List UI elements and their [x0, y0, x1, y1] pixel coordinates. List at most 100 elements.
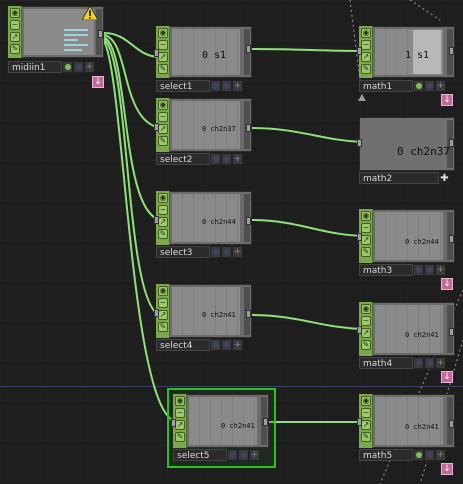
output-port[interactable] [449, 139, 454, 147]
plus-icon[interactable]: + [435, 357, 446, 369]
viewer-icon[interactable]: ◉ [158, 100, 168, 110]
output-port[interactable] [263, 418, 268, 426]
output-port[interactable] [98, 30, 103, 38]
viewer-toggle[interactable] [424, 449, 435, 461]
input-port[interactable] [357, 233, 362, 241]
display-icon[interactable]: ✎ [361, 340, 371, 350]
viewer-toggle[interactable] [424, 264, 435, 276]
pin-icon[interactable]: ↓ [441, 94, 453, 106]
active-toggle[interactable] [413, 449, 424, 461]
viewer-icon[interactable]: ◉ [10, 8, 20, 18]
plus-icon[interactable]: + [232, 246, 243, 258]
node-math5[interactable]: ◉~↗✎ 0 ch2n41 math5 + ↓ [357, 394, 455, 478]
display-icon[interactable]: ✎ [361, 247, 371, 257]
node-math4[interactable]: ◉~↗✎ 0 ch2n41 math4 + ↓ [357, 302, 455, 386]
active-toggle[interactable] [62, 61, 73, 73]
viewer-icon[interactable]: ◉ [175, 396, 185, 406]
output-port[interactable] [246, 310, 251, 318]
output-port[interactable] [246, 124, 251, 132]
node-name-label[interactable]: midiin1 [8, 61, 62, 73]
lock-icon[interactable]: ↗ [361, 52, 371, 62]
output-port[interactable] [449, 235, 454, 243]
node-name-label[interactable]: select1 [156, 80, 210, 92]
bypass-icon[interactable]: ~ [361, 408, 371, 418]
active-toggle[interactable] [210, 80, 221, 92]
node-select4[interactable]: ◉~↗✎ 0 ch2n41 select4 + [154, 284, 252, 352]
lock-icon[interactable]: ↗ [175, 420, 185, 430]
viewer-toggle[interactable] [424, 80, 435, 92]
node-name-label[interactable]: math4 [359, 357, 413, 369]
lock-icon[interactable]: ↗ [158, 310, 168, 320]
node-math1[interactable]: ◉~↗✎ 1 s1 math1 + ↓ [357, 26, 455, 110]
node-select1[interactable]: ◉~↗✎ 0 s1 select1 + [154, 26, 252, 92]
lock-icon[interactable]: ↗ [158, 124, 168, 134]
lock-icon[interactable]: ↗ [361, 420, 371, 430]
node-name-label[interactable]: select3 [156, 246, 210, 258]
plus-icon[interactable]: ✚ [439, 172, 450, 184]
viewer-toggle[interactable] [221, 339, 232, 351]
viewer-toggle[interactable] [238, 449, 249, 461]
node-select2[interactable]: ◉~↗✎ 0 ch2n37 select2 + [154, 98, 252, 166]
input-port[interactable] [357, 326, 362, 334]
output-port[interactable] [449, 328, 454, 336]
viewer-toggle[interactable] [221, 246, 232, 258]
plus-icon[interactable]: + [435, 264, 446, 276]
viewer-icon[interactable]: ◉ [361, 396, 371, 406]
output-port[interactable] [246, 45, 251, 53]
input-port[interactable] [357, 418, 362, 426]
viewer-icon[interactable]: ◉ [361, 304, 371, 314]
bypass-icon[interactable]: ~ [175, 408, 185, 418]
pin-icon[interactable]: ↓ [441, 371, 453, 383]
pin-icon[interactable]: ↓ [92, 76, 104, 88]
display-icon[interactable]: ✎ [158, 136, 168, 146]
viewer-toggle[interactable] [73, 61, 84, 73]
display-icon[interactable]: ✎ [361, 432, 371, 442]
plus-icon[interactable]: + [84, 61, 95, 73]
output-port[interactable] [449, 47, 454, 55]
node-select5[interactable]: ◉~↗✎ 0 ch2n41 select5 + [171, 394, 269, 462]
bypass-icon[interactable]: ~ [361, 40, 371, 50]
node-name-label[interactable]: math1 [359, 80, 413, 92]
node-math3[interactable]: ◉~↗✎ 0 ch2n44 math3 + ↓ [357, 209, 455, 293]
active-toggle[interactable] [227, 449, 238, 461]
lock-icon[interactable]: ↗ [361, 235, 371, 245]
viewer-toggle[interactable] [221, 153, 232, 165]
active-toggle[interactable] [413, 264, 424, 276]
input-port[interactable] [154, 49, 159, 57]
output-port[interactable] [449, 420, 454, 428]
node-name-label[interactable]: select5 [173, 449, 227, 461]
display-icon[interactable]: ✎ [361, 64, 371, 74]
plus-icon[interactable]: + [232, 153, 243, 165]
input-port[interactable] [154, 123, 159, 131]
viewer-icon[interactable]: ◉ [361, 28, 371, 38]
bypass-icon[interactable]: ~ [10, 20, 20, 30]
display-icon[interactable]: ✎ [158, 229, 168, 239]
node-select3[interactable]: ◉~↗✎ 0 ch2n44 select3 + [154, 191, 252, 259]
input-port[interactable] [154, 309, 159, 317]
active-toggle[interactable] [210, 246, 221, 258]
plus-icon[interactable]: + [435, 80, 446, 92]
node-name-label[interactable]: math3 [359, 264, 413, 276]
active-toggle[interactable] [413, 80, 424, 92]
output-port[interactable] [246, 217, 251, 225]
bypass-icon[interactable]: ~ [158, 298, 168, 308]
viewer-icon[interactable]: ◉ [158, 28, 168, 38]
active-toggle[interactable] [413, 357, 424, 369]
node-name-label[interactable]: math2 [359, 172, 439, 184]
input-port[interactable] [154, 216, 159, 224]
display-icon[interactable]: ✎ [158, 322, 168, 332]
active-toggle[interactable] [210, 153, 221, 165]
lock-icon[interactable]: ↗ [10, 32, 20, 42]
lock-icon[interactable]: ↗ [158, 52, 168, 62]
plus-icon[interactable]: + [249, 449, 260, 461]
plus-icon[interactable]: + [435, 449, 446, 461]
node-name-label[interactable]: select2 [156, 153, 210, 165]
display-icon[interactable]: ✎ [158, 64, 168, 74]
input-port[interactable] [171, 419, 176, 427]
node-name-label[interactable]: math5 [359, 449, 413, 461]
bypass-icon[interactable]: ~ [158, 112, 168, 122]
bypass-icon[interactable]: ~ [158, 40, 168, 50]
bypass-icon[interactable]: ~ [158, 205, 168, 215]
warning-icon[interactable] [82, 6, 98, 20]
